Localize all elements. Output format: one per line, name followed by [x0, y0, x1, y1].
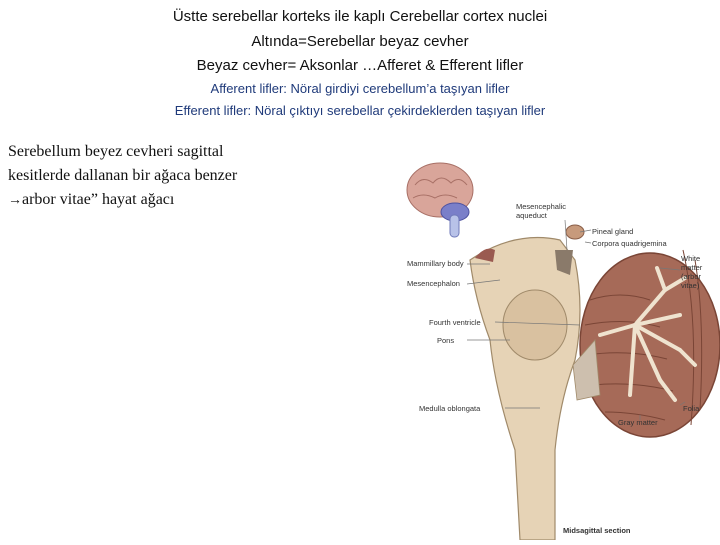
label-fourth-ventricle: Fourth ventricle: [429, 318, 481, 327]
header-line-2: Altında=Serebellar beyaz cevher: [251, 33, 469, 50]
figure-caption: Midsagittal section: [563, 526, 631, 535]
body-line-2: kesitlerde dallanan bir ağaca benzer: [8, 167, 238, 184]
header-line-3: Beyaz cevher= Aksonlar …Afferet & Effere…: [196, 57, 524, 74]
label-medulla-oblongata: Medulla oblongata: [419, 404, 481, 413]
brain-thumbnail: [406, 162, 474, 238]
body-line-3: →arbor vitae” hayat ağacı: [8, 188, 237, 213]
label-mammillary-body: Mammillary body: [407, 259, 464, 268]
header-line-5: Efferent lifler: Nöral çıktıyı serebella…: [174, 103, 546, 118]
arbor-vitae: [598, 266, 697, 402]
label-gray-matter: Gray matter: [618, 418, 658, 427]
arrow-icon: →: [8, 193, 22, 208]
label-pineal-gland: Pineal gland: [592, 227, 634, 236]
label-corpora-quadrigemina: Corpora quadrigemina: [592, 239, 667, 248]
header-line-1: Üstte serebellar korteks ile kaplı Cereb…: [172, 8, 548, 25]
label-pons: Pons: [437, 336, 455, 345]
body-paragraph: Serebellum beyez cevheri sagittal kesitl…: [8, 140, 237, 213]
header-line-4: Afferent lifler: Nöral girdiyi cerebellu…: [210, 81, 510, 96]
label-white-matter: White matter (arbor vitae): [681, 254, 703, 290]
brainstem: [469, 237, 601, 541]
label-folia: Folia: [683, 404, 700, 413]
leader-lines: [466, 219, 686, 420]
cerebellum: [579, 249, 720, 438]
label-mesencephalic-aqueduct: Mesencephalic aqueduct: [516, 202, 567, 220]
cerebellum-illustration: Mesencephalic aqueduct Pineal gland Corp…: [395, 150, 720, 541]
label-mesencephalon: Mesencephalon: [407, 279, 460, 288]
body-line-3-text: arbor vitae” hayat ağacı: [22, 191, 175, 208]
cerebellum-svg: [406, 162, 720, 541]
body-line-1: Serebellum beyez cevheri sagittal: [8, 143, 224, 160]
